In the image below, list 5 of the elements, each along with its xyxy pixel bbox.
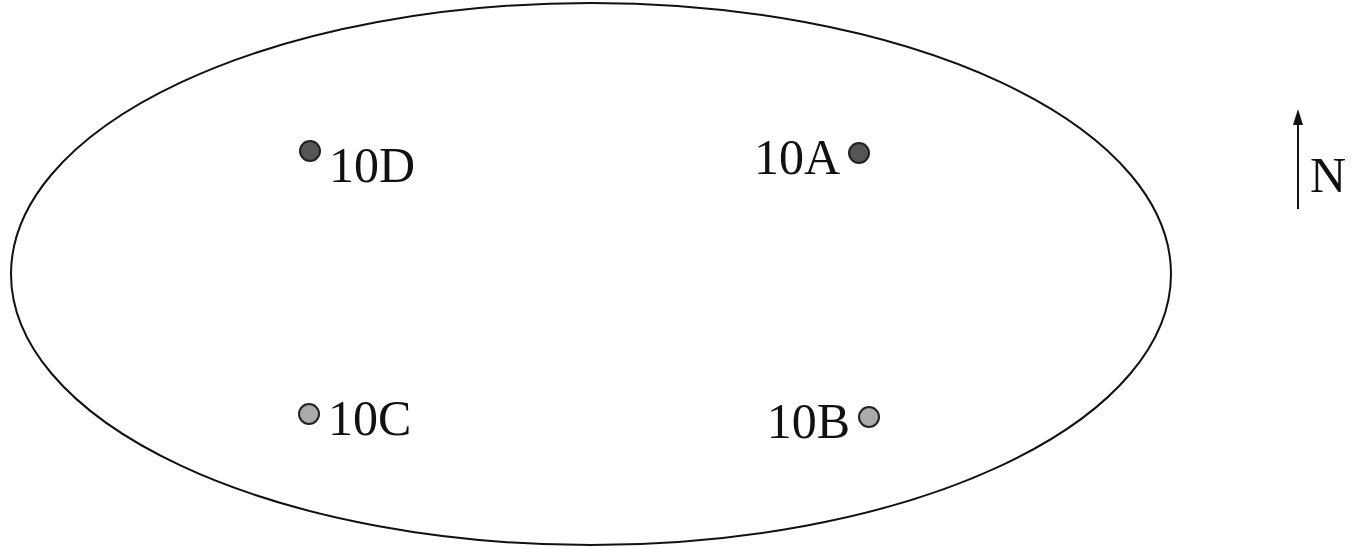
north-label: N [1310, 150, 1347, 200]
well-label: 10C [328, 393, 412, 443]
well-label: 10B [766, 396, 850, 446]
well-label: 10D [329, 140, 416, 190]
well-label: 10A [753, 132, 840, 182]
